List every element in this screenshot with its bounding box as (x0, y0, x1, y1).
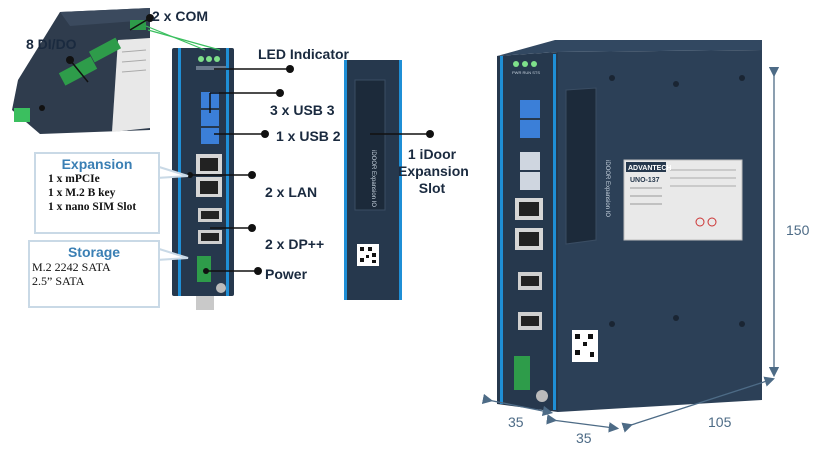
dim-depth: 105 (708, 414, 732, 430)
label-usb2: 1 x USB 2 (276, 128, 341, 144)
label-usb3: 3 x USB 3 (270, 102, 335, 118)
callout-lines (69, 17, 430, 272)
dim-width-front: 35 (508, 414, 524, 430)
brand-text: ADVANTECH (628, 165, 671, 172)
model-text: UNO-137 (630, 177, 660, 184)
front-view-device (172, 48, 234, 310)
label-com: 2 x COM (152, 8, 209, 24)
storage-item: M.2 2242 SATA (32, 260, 111, 274)
label-idoor-3: Slot (418, 180, 446, 196)
label-power: Power (265, 266, 308, 282)
storage-panel: Storage M.2 2242 SATA 2.5” SATA (28, 240, 160, 308)
expansion-panel: Expansion 1 x mPCIe 1 x M.2 B key 1 x na… (34, 152, 160, 234)
dim-width-side: 35 (576, 430, 592, 446)
storage-item: 2.5” SATA (32, 274, 85, 288)
storage-title: Storage (67, 244, 121, 260)
label-lan: 2 x LAN (265, 184, 318, 200)
idoor-slot-text: iDOOR Expansion IO (370, 150, 376, 207)
idoor-panel (344, 60, 402, 300)
expansion-item: 1 x nano SIM Slot (48, 201, 137, 213)
lan-ports (196, 154, 222, 197)
label-dp: 2 x DP++ (265, 236, 325, 252)
device-slot-text: iDOOR Expansion IO (604, 160, 610, 217)
label-led: LED Indicator (258, 46, 350, 62)
dio-terminal-block (58, 37, 122, 86)
label-dio: 8 DI/DO (26, 36, 77, 52)
expansion-item: 1 x M.2 B key (48, 187, 116, 199)
expansion-title: Expansion (61, 156, 133, 172)
device-3d (497, 40, 762, 412)
label-idoor-2: Expansion (398, 163, 469, 179)
expansion-item: 1 x mPCIe (48, 173, 100, 185)
label-idoor-1: 1 iDoor (407, 146, 457, 162)
led-text: PWR RUN STS (512, 70, 540, 75)
dp-ports (198, 208, 222, 244)
dimension-lines (481, 66, 780, 433)
dim-height: 150 (786, 222, 810, 238)
